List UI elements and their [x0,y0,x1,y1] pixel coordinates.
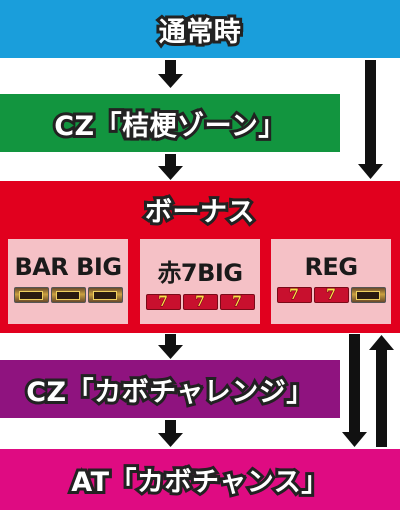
state-cz-kikyou-zone-label: CZ「桔梗ゾーン」 [51,108,288,145]
state-normal: 通常時 [0,0,400,58]
arrow-normal-to-bonus [358,60,383,179]
reel-symbols [276,287,386,303]
bar-symbol-icon [87,287,123,303]
arrow-cz2-to-at [158,420,183,447]
red-seven-icon [182,294,218,310]
red-seven-icon [219,294,255,310]
bonus-card-bar-big: BAR BIG [8,239,128,324]
arrow-bonus-to-cz2 [158,334,183,359]
arrow-normal-to-cz [158,60,183,88]
reel-symbols [13,287,123,303]
bonus-card-reg: REG [271,239,391,324]
red-seven-icon [276,287,312,303]
arrow-bonus-to-at [342,334,367,447]
reel-symbols [145,294,255,310]
state-at-kabochance-label: AT「カボチャンス」 [68,464,331,501]
state-cz-kikyou-zone: CZ「桔梗ゾーン」 [0,94,340,152]
red-seven-icon [145,294,181,310]
bar-symbol-icon [13,287,49,303]
state-at-kabochance: AT「カボチャンス」 [0,449,400,510]
bonus-card-label: 赤7BIG [157,259,243,287]
state-bonus-label: ボーナス [142,194,258,231]
state-cz-kabochallenge: CZ「カボチャレンジ」 [0,360,340,418]
state-bonus-header: ボーナス [0,189,400,231]
state-normal-label: 通常時 [156,14,244,51]
arrow-at-to-bonus [369,335,394,447]
bar-symbol-icon [350,287,386,303]
bonus-card-label: REG [304,253,358,281]
state-bonus: ボーナス BAR BIG 赤7BIG REG [0,181,400,333]
bar-symbol-icon [50,287,86,303]
red-seven-icon [313,287,349,303]
state-cz-kabochallenge-label: CZ「カボチャレンジ」 [23,374,316,411]
arrow-cz-to-bonus [158,154,183,180]
bonus-card-red7-big: 赤7BIG [140,239,260,324]
bonus-card-label: BAR BIG [14,253,122,281]
